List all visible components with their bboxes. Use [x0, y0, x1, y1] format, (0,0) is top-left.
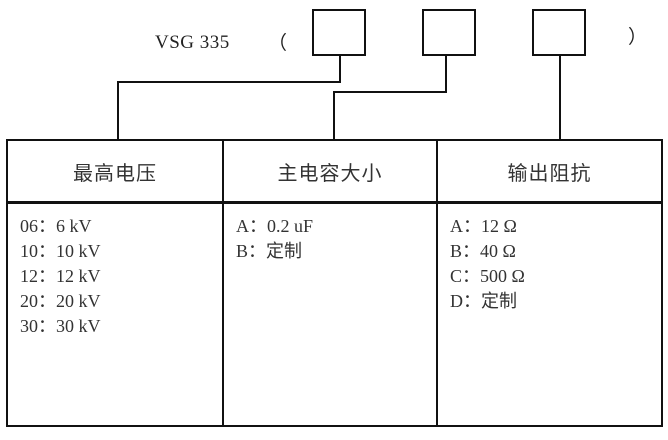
connector-capacitance-stem [445, 56, 447, 93]
column-body-voltage: 06：6 kV 10：10 kV 12：12 kV 20：20 kV 30：30… [8, 204, 224, 425]
connector-capacitance-drop [333, 91, 335, 140]
column-body-capacitance: A：0.2 uF B：定制 [224, 204, 438, 425]
option-item: 20：20 kV [20, 291, 101, 311]
code-slot-capacitance [422, 9, 476, 56]
option-item: B：40 Ω [450, 241, 516, 261]
connector-voltage-horizontal [117, 81, 341, 83]
column-header-voltage: 最高电压 [8, 141, 224, 204]
option-item: D：定制 [450, 291, 517, 311]
option-item: 10：10 kV [20, 241, 101, 261]
column-body-impedance: A：12 Ω B：40 Ω C：500 Ω D：定制 [438, 204, 661, 425]
model-prefix: VSG 335 [155, 32, 230, 53]
connector-impedance-stem [559, 56, 561, 140]
column-header-impedance: 输出阻抗 [438, 141, 661, 204]
close-parenthesis: ） [628, 27, 648, 48]
column-header-capacitance: 主电容大小 [224, 141, 438, 204]
option-item: A：0.2 uF [236, 216, 314, 236]
option-item: 12：12 kV [20, 266, 101, 286]
option-item: B：定制 [236, 241, 303, 261]
option-item: A：12 Ω [450, 216, 517, 236]
option-item: 06：6 kV [20, 216, 92, 236]
connector-voltage-stem [339, 56, 341, 83]
code-slot-voltage [312, 9, 366, 56]
option-item: C：500 Ω [450, 266, 525, 286]
option-item: 30：30 kV [20, 316, 101, 336]
connector-capacitance-horizontal [333, 91, 447, 93]
option-table: 最高电压 主电容大小 输出阻抗 06：6 kV 10：10 kV 12：12 k… [6, 139, 663, 427]
connector-voltage-drop [117, 81, 119, 140]
code-slot-impedance [532, 9, 586, 56]
open-parenthesis: （ [268, 33, 288, 54]
